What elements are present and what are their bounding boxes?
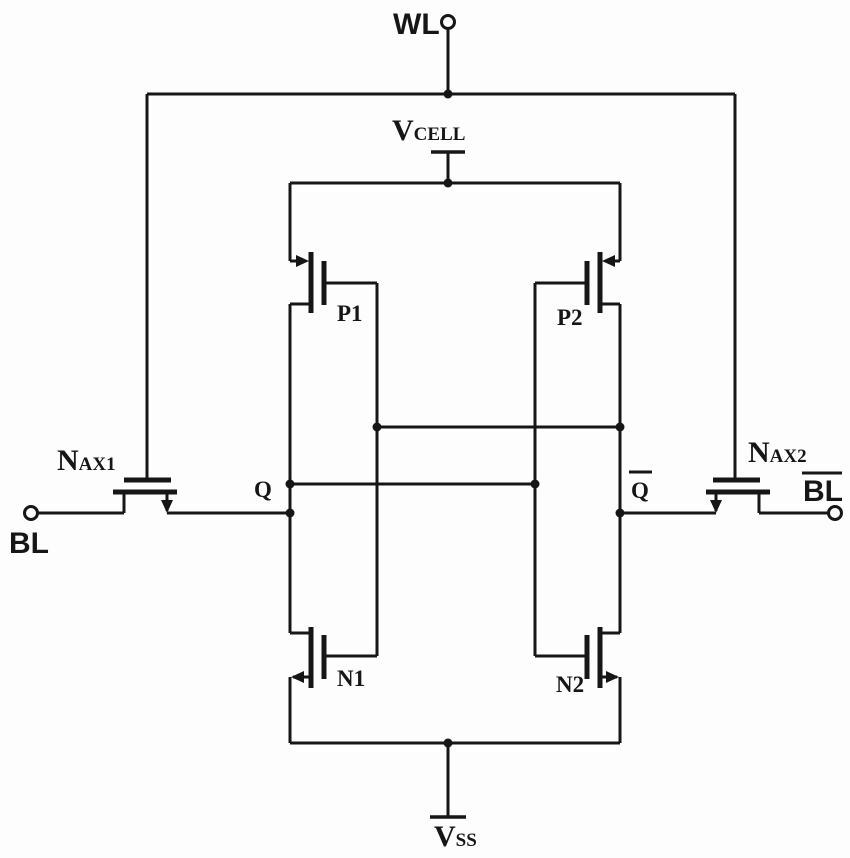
vcell-junction-dot — [443, 178, 453, 188]
bitline-left-net — [23, 505, 290, 521]
qbar-node-net — [372, 304, 625, 633]
svg-text:BL: BL — [803, 475, 843, 508]
nmos-n1 — [290, 627, 377, 688]
vss-junction-dot — [443, 738, 453, 748]
bl-label: BL — [9, 527, 49, 560]
n1-source-arrow-icon — [291, 671, 304, 683]
q-node-net — [285, 304, 540, 633]
nax2-arrow-icon — [710, 500, 722, 513]
wl-terminal-circle — [440, 14, 456, 30]
svg-text:Q: Q — [631, 478, 649, 503]
vss-label: VSS — [434, 820, 477, 853]
bitline-right-net — [620, 505, 843, 521]
qbar-node-label: Q — [629, 470, 652, 503]
vcell-label: VCELL — [392, 114, 465, 147]
nmos-nax2 — [706, 477, 770, 513]
p1-source-arrow-icon — [296, 255, 309, 267]
p2-label: P2 — [557, 305, 583, 330]
q-node-label: Q — [254, 477, 272, 502]
nmos-nax1 — [113, 477, 177, 513]
vcell-net — [288, 150, 622, 261]
n2-label: N2 — [556, 672, 584, 697]
blbar-label: BL — [802, 471, 843, 508]
n1-label: N1 — [337, 666, 365, 691]
nax1-label: NAX1 — [57, 444, 116, 477]
wl-label: WL — [393, 8, 440, 41]
blbar-terminal-circle — [827, 505, 843, 521]
n2-source-arrow-icon — [606, 671, 619, 683]
bl-terminal-circle — [23, 505, 39, 521]
nax2-label: NAX2 — [748, 436, 807, 469]
pmos-p2 — [535, 252, 620, 313]
nax1-arrow-icon — [161, 500, 173, 513]
p1-label: P1 — [337, 301, 363, 326]
vss-net — [288, 677, 622, 819]
q-junction-dot — [285, 479, 295, 489]
wordline-net — [145, 14, 737, 478]
wl-junction-dot — [443, 89, 453, 99]
nmos-n2 — [535, 627, 620, 688]
pmos-p1 — [290, 252, 377, 313]
p2-source-arrow-icon — [602, 255, 615, 267]
qbar-junction-dot — [615, 422, 625, 432]
